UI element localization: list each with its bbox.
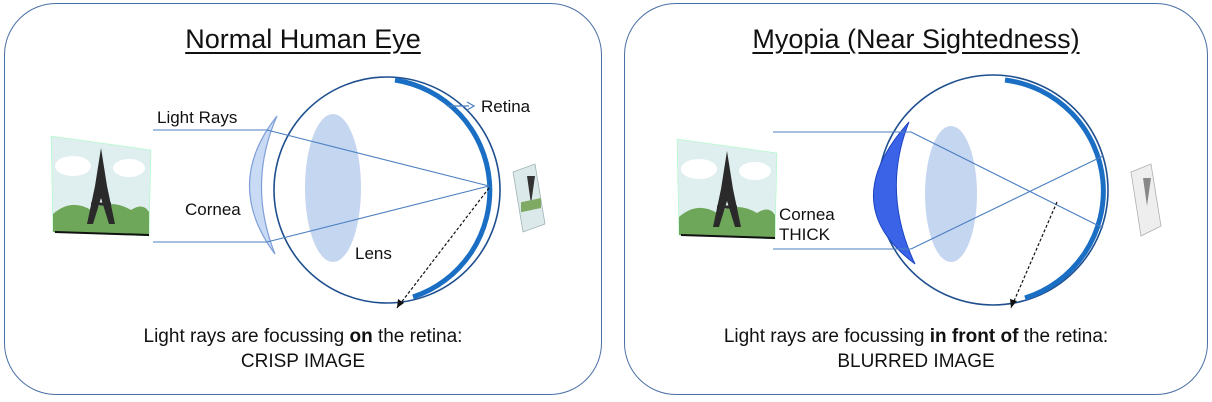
cornea-label: Cornea (779, 205, 835, 224)
projected-image-icon (1130, 163, 1162, 237)
light-rays-label: Light Rays (157, 108, 238, 127)
caption-line2: BLURRED IMAGE (837, 351, 995, 372)
caption-line1-after: the retina: (372, 326, 463, 347)
caption: Light rays are focussing on the retina: … (5, 324, 601, 374)
lens-label: Lens (355, 244, 392, 263)
caption-line1-after: the retina: (1018, 326, 1109, 347)
retina-arc (394, 77, 493, 300)
panel-title: Normal Human Eye (185, 24, 421, 54)
light-rays (773, 131, 1104, 250)
cornea-thick-shape (873, 121, 916, 265)
light-rays (153, 129, 490, 243)
normal-eye-panel: Normal Human Eye (4, 3, 602, 395)
cornea-label: Cornea (185, 200, 241, 219)
caption-line1-before: Light rays are focussing (723, 326, 930, 347)
myopia-eye-panel: Myopia (Near Sightedness) (624, 3, 1208, 395)
lens-shape (925, 126, 977, 262)
projected-image-icon (512, 163, 546, 233)
normal-eye-diagram (50, 76, 546, 309)
eiffel-tower-picture-icon (50, 135, 152, 237)
caption-line1-before: Light rays are focussing (143, 326, 350, 347)
eiffel-tower-picture-icon (676, 138, 778, 240)
lens-shape (305, 114, 361, 262)
caption: Light rays are focussing in front of the… (625, 324, 1207, 374)
cornea-thick-label: THICK (779, 225, 830, 244)
panel-title: Myopia (Near Sightedness) (752, 24, 1080, 54)
caption-line2: CRISP IMAGE (240, 351, 366, 372)
eyeball-outline (273, 76, 501, 304)
caption-line1-bold: on (349, 326, 373, 347)
retina-arc (1004, 77, 1106, 301)
caption-line1-bold: in front of (929, 326, 1019, 347)
myopia-eye-diagram (676, 74, 1162, 309)
retina-label: Retina (481, 97, 531, 116)
cornea-shape (248, 115, 278, 255)
